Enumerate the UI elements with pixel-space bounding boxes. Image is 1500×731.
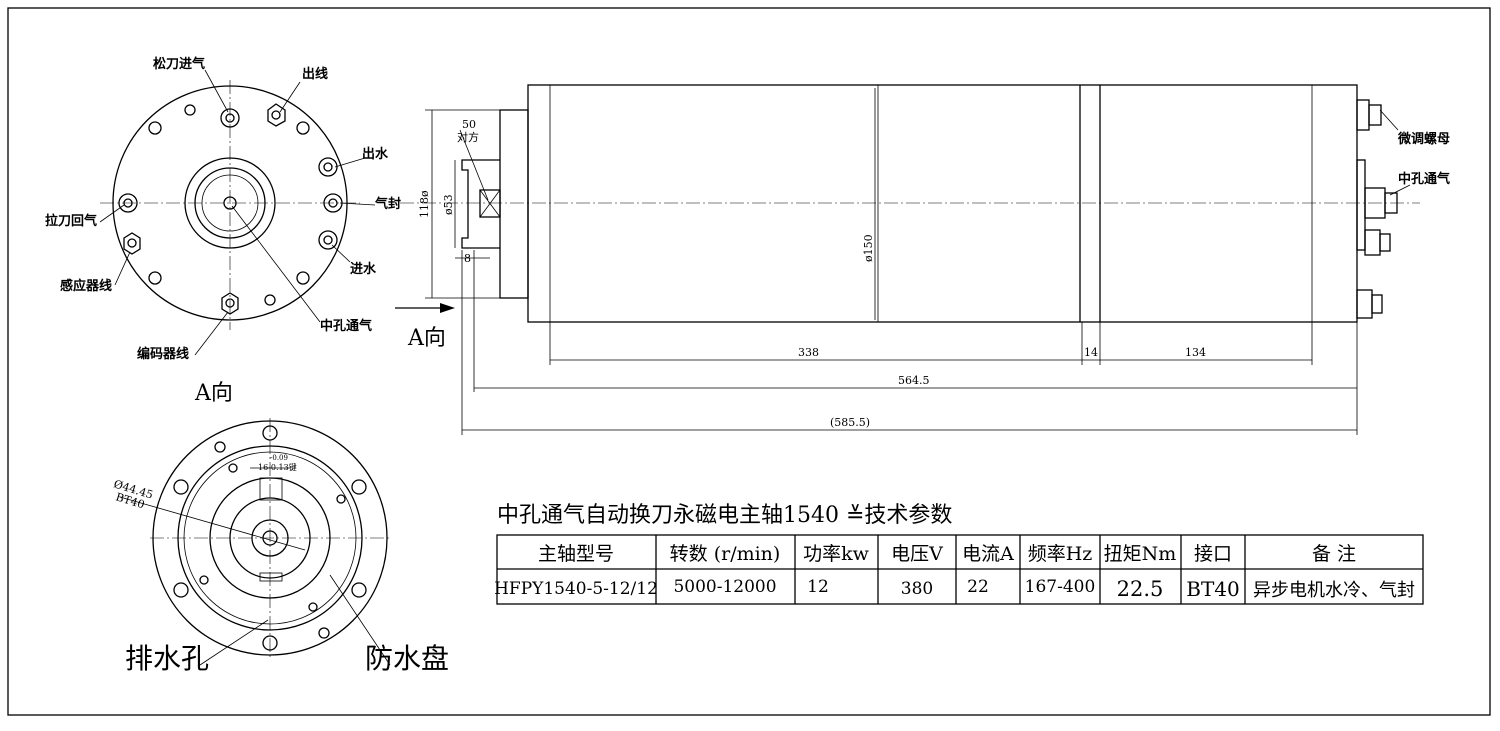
label-encoder-cable: 编码器线 (137, 346, 189, 362)
cell-power: 12 (807, 577, 829, 597)
dim-53: ø53 (442, 194, 455, 215)
label-cable-out: 出线 (302, 66, 328, 82)
dim-14: 14 (1084, 346, 1098, 359)
dim-585: (585.5) (830, 416, 870, 429)
label-pull-back-air: 拉刀回气 (45, 213, 97, 229)
dim-118: 118ø (418, 190, 431, 218)
label-water-in: 进水 (350, 261, 377, 277)
header-power: 功率kw (803, 543, 870, 565)
cell-frequency: 167-400 (1025, 577, 1096, 597)
side-view: 微调螺母 中孔通气 118ø ø53 8 50 对方 ø150 338 14 1… (395, 84, 1450, 435)
header-current: 电流A (962, 543, 1014, 565)
dim-564: 564.5 (898, 374, 930, 387)
header-remarks: 备 注 (1312, 543, 1356, 565)
label-water-disc: 防水盘 (365, 642, 449, 675)
label-center-air-side: 中孔通气 (1398, 171, 1450, 187)
dim-50: 50 (462, 118, 476, 131)
cell-remarks: 异步电机水冷、气封 (1253, 580, 1415, 601)
header-frequency: 频率Hz (1028, 543, 1093, 565)
header-voltage: 电压V (891, 543, 943, 565)
header-torque: 扭矩Nm (1104, 543, 1177, 565)
dim-150: ø150 (862, 234, 875, 262)
label-air-seal: 气封 (375, 196, 401, 212)
front-view: Ø44.45 BT40 -0.09 16-0.13键 排水孔 防水盘 (112, 418, 449, 675)
view-a: 松刀进气 出线 出水 气封 拉刀回气 进水 感应器线 中孔通气 编码器线 A向 (45, 56, 401, 406)
dim-8: 8 (464, 252, 471, 265)
label-release-air-in: 松刀进气 (153, 56, 205, 72)
dim-134: 134 (1185, 346, 1206, 359)
arrow-a-label: A向 (407, 326, 446, 351)
dim-338: 338 (798, 346, 819, 359)
cell-current: 22 (967, 577, 989, 597)
label-sensor-cable: 感应器线 (60, 278, 112, 294)
label-across-flats: 对方 (457, 130, 479, 144)
spec-table: 中孔通气自动换刀永磁电主轴1540 ≚技术参数 主轴型号 转数 (r/min) … (494, 503, 1424, 605)
label-key-tol: -0.09 (270, 454, 288, 462)
label-key: 16-0.13键 (258, 462, 297, 472)
cell-voltage: 380 (901, 579, 933, 599)
view-a-title: A向 (194, 381, 233, 406)
cell-interface: BT40 (1186, 577, 1240, 601)
label-center-air: 中孔通气 (320, 318, 372, 334)
label-water-out: 出水 (362, 146, 389, 162)
header-model: 主轴型号 (538, 543, 614, 565)
cell-model: HFPY1540-5-12/12 (494, 579, 658, 599)
label-fine-nut: 微调螺母 (1397, 131, 1450, 147)
cell-torque: 22.5 (1117, 577, 1164, 601)
header-speed: 转数 (r/min) (670, 543, 781, 565)
cell-speed: 5000-12000 (673, 577, 776, 597)
header-interface: 接口 (1194, 543, 1232, 565)
label-drain-hole: 排水孔 (125, 642, 209, 675)
drawing-frame (7, 7, 1491, 716)
spec-table-title: 中孔通气自动换刀永磁电主轴1540 ≚技术参数 (497, 503, 952, 528)
